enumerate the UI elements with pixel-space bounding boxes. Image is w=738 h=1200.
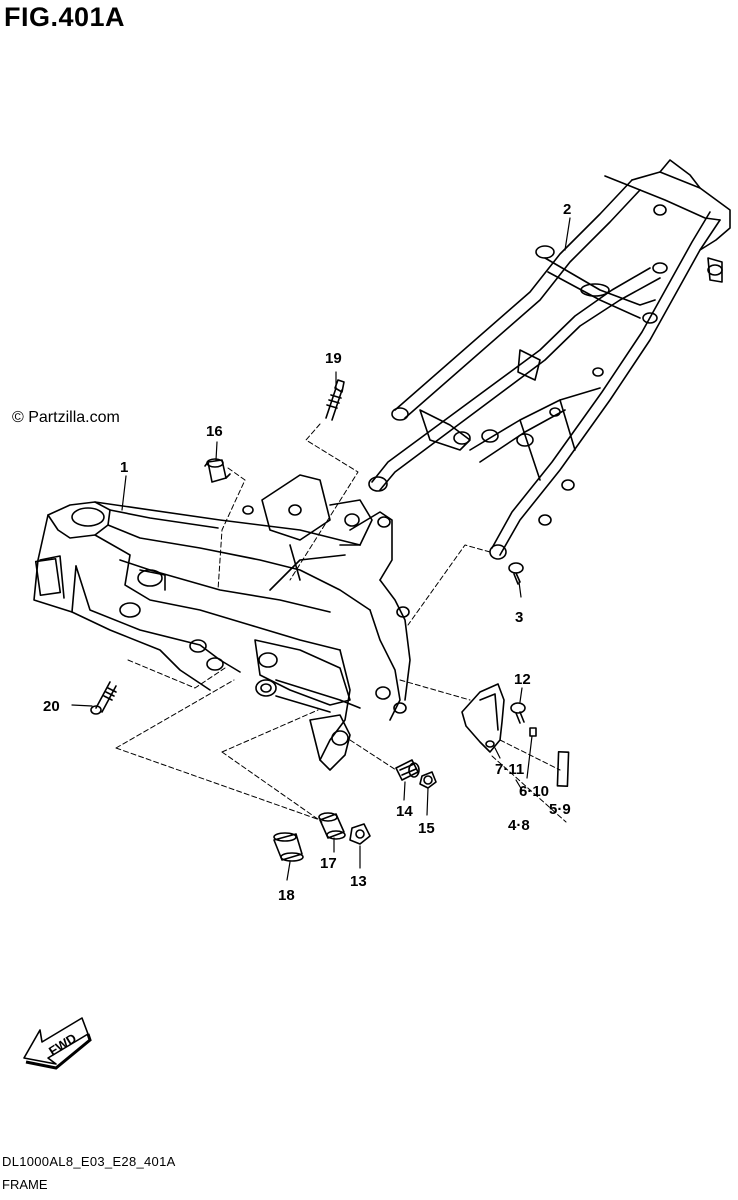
bolt-part-19	[325, 379, 345, 421]
forward-arrow-icon: FWD	[23, 1017, 92, 1070]
diagram-code: DL1000AL8_E03_E28_401A	[2, 1154, 176, 1169]
callout-15: 15	[418, 820, 435, 837]
callout-labels: 2 1 16 19 3 20 12 7·11 6·10 5·9 4·8 14 1…	[43, 201, 571, 904]
bolt-part-14	[395, 759, 420, 781]
watermark: © Partzilla.com	[12, 409, 120, 426]
callout-12: 12	[514, 671, 531, 688]
bolt-part-20	[90, 681, 117, 715]
callout-6-10: 6·10	[519, 783, 549, 800]
collar-part-16	[204, 458, 231, 483]
main-frame-part-1	[33, 474, 411, 771]
alignment-dashes	[115, 423, 567, 823]
callout-1: 1	[120, 459, 128, 476]
nut-part-15	[419, 771, 437, 789]
callout-4-8: 4·8	[508, 817, 530, 834]
callout-20: 20	[43, 698, 60, 715]
screw-part-12	[510, 702, 526, 724]
callout-18: 18	[278, 887, 295, 904]
callout-7-11: 7·11	[495, 761, 524, 778]
figure-title: FIG.401A	[4, 2, 126, 32]
clip-part-6-10	[529, 727, 537, 737]
callout-17: 17	[320, 855, 337, 872]
callout-2: 2	[563, 201, 571, 218]
callout-13: 13	[350, 873, 367, 890]
diagram-name: FRAME	[2, 1177, 48, 1192]
leader-lines	[71, 217, 571, 881]
sleeve-part-18	[273, 832, 304, 862]
callout-5-9: 5·9	[549, 801, 571, 818]
callout-14: 14	[396, 803, 413, 820]
callout-3: 3	[515, 609, 523, 626]
callout-19: 19	[325, 350, 342, 367]
callout-16: 16	[206, 423, 223, 440]
sleeve-part-17	[318, 812, 346, 840]
rear-subframe-part-2	[368, 159, 731, 560]
bolt-part-3	[508, 562, 524, 585]
nut-part-13	[349, 823, 371, 845]
cover-plate-part-7-11	[461, 683, 505, 753]
